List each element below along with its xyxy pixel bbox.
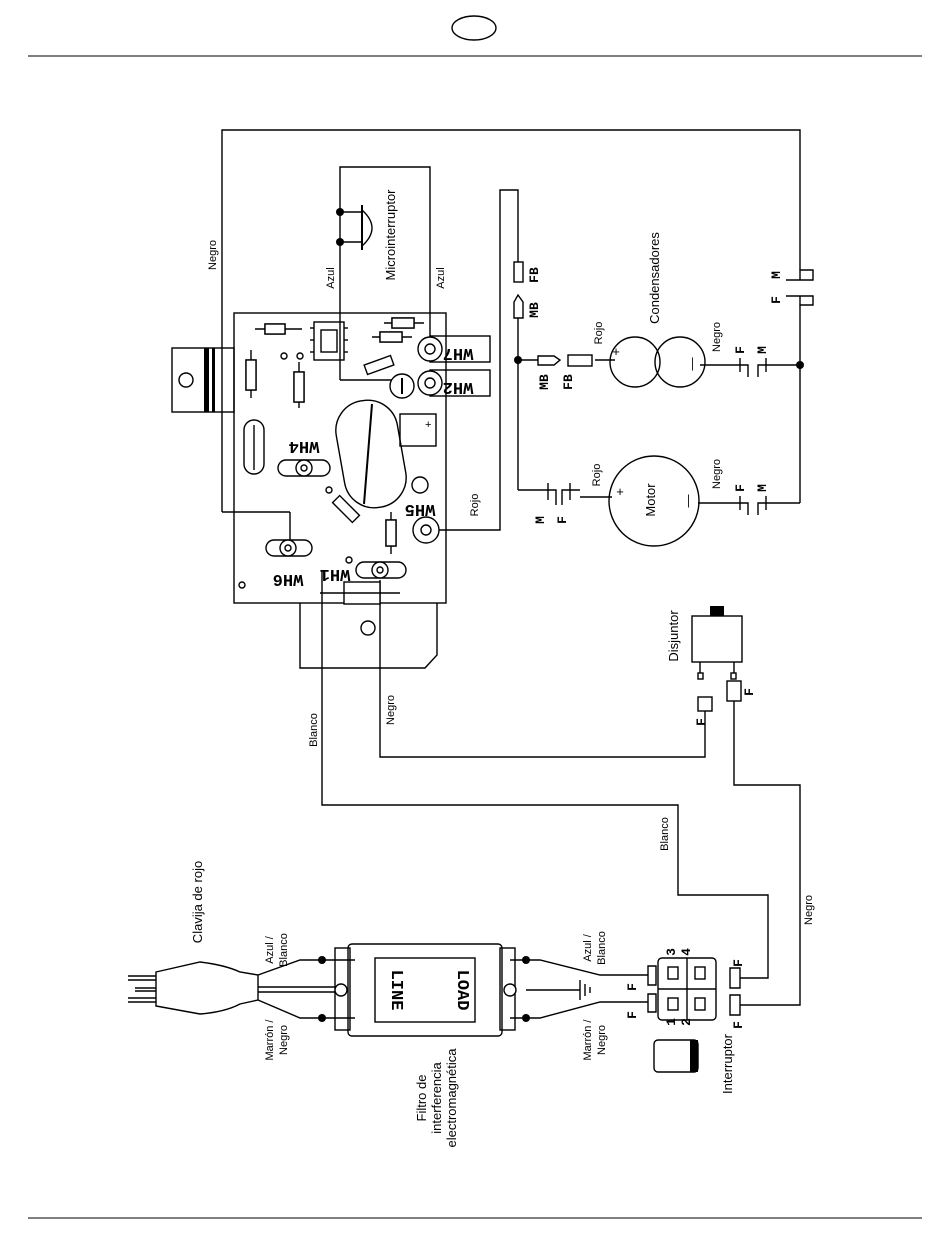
svg-text:M: M: [755, 484, 770, 492]
label-microinterruptor: Microinterruptor: [383, 189, 398, 281]
svg-text:—: —: [680, 495, 695, 508]
connector-mf-motor: M F: [533, 483, 580, 524]
svg-text:M: M: [755, 346, 770, 354]
connector-fb-top: FB: [513, 261, 542, 283]
label-marron-negro-load-2: Negro: [596, 1025, 608, 1055]
svg-text:F: F: [731, 959, 746, 967]
connector-f-disjuntor-right: F: [726, 680, 757, 702]
svg-text:F: F: [769, 296, 784, 304]
label-clavija: Clavija de rojo: [190, 861, 205, 943]
circuit-breaker: [691, 606, 743, 680]
svg-text:LINE: LINE: [386, 970, 405, 1011]
svg-text:F: F: [625, 1011, 640, 1019]
label-marron-negro-line-1: Marrón /: [264, 1019, 276, 1061]
label-blanco-left: Blanco: [308, 713, 320, 747]
svg-text:+: +: [616, 484, 624, 499]
svg-text:MB: MB: [527, 302, 542, 318]
motor: + —: [608, 455, 700, 547]
label-azul-blanco-load-2: Blanco: [596, 931, 608, 965]
svg-text:WH6: WH6: [273, 569, 304, 588]
svg-text:LOAD: LOAD: [452, 970, 471, 1011]
emi-filter: LINE LOAD: [334, 943, 517, 1037]
junction-dots: [318, 208, 804, 1022]
label-disjuntor: Disjuntor: [666, 610, 681, 662]
terminal-wh2: WH2: [417, 369, 491, 397]
label-filtro-1: Filtro de: [414, 1075, 429, 1122]
microinterruptor-icon: [340, 205, 373, 250]
svg-text:1: 1: [664, 1018, 679, 1026]
label-marron-negro-load-1: Marrón /: [582, 1019, 594, 1061]
svg-text:+: +: [612, 344, 620, 359]
svg-text:F: F: [625, 983, 640, 991]
connector-fb-cap: FB: [561, 354, 593, 390]
connector-mf-negro-top: M F: [769, 269, 814, 306]
diode-component: [389, 373, 415, 399]
connector-fm-cap-neg: F M: [733, 346, 773, 377]
label-condensadores: Condensadores: [647, 232, 662, 324]
svg-text:WH7: WH7: [443, 343, 474, 362]
ground-icon: [579, 980, 591, 1000]
plug: [128, 961, 259, 1015]
wires: [221, 129, 801, 1019]
label-azul-blanco-line-1: Azul /: [264, 935, 276, 963]
svg-text:2: 2: [679, 1018, 694, 1026]
svg-text:F: F: [733, 346, 748, 354]
label-filtro-2: interferencia: [429, 1061, 444, 1133]
svg-text:3: 3: [664, 948, 679, 956]
svg-text:F: F: [694, 718, 709, 726]
label-negro-cap: Negro: [711, 322, 723, 352]
label-rojo-cap: Rojo: [593, 322, 605, 345]
svg-text:WH2: WH2: [443, 377, 474, 396]
svg-text:FB: FB: [527, 267, 542, 283]
rocker-switch: 1 2 3 4: [657, 948, 717, 1026]
label-rojo-motor: Rojo: [591, 464, 603, 487]
page-number-oval: [451, 15, 497, 41]
connector-f-disjuntor-left: F: [694, 696, 713, 728]
label-marron-negro-line-2: Negro: [278, 1025, 290, 1055]
label-negro-motor: Negro: [711, 459, 723, 489]
svg-text:F: F: [733, 484, 748, 492]
svg-text:FB: FB: [561, 374, 576, 390]
svg-text:—: —: [684, 358, 699, 371]
control-board: +: [171, 312, 447, 669]
terminal-wh7: WH7: [417, 335, 491, 363]
connector-mb-top: MB: [513, 293, 542, 319]
capacitors: + —: [609, 336, 706, 388]
svg-text:F: F: [731, 1021, 746, 1029]
label-negro-mid: Negro: [385, 695, 397, 725]
svg-text:M: M: [769, 271, 784, 279]
connector-fm-motor-neg: F M: [733, 484, 773, 515]
label-azul-right: Azul: [435, 267, 447, 288]
label-interruptor: Interruptor: [720, 1033, 735, 1094]
terminal-wh1: WH1: [320, 561, 407, 583]
terminal-wh5: WH5: [405, 499, 440, 544]
rocker-switch-icon: [653, 1039, 699, 1073]
svg-text:F: F: [742, 688, 757, 696]
connector-mb-cap: MB: [537, 355, 562, 390]
switch-spade-connectors: F F F F: [625, 959, 748, 1029]
label-blanco-right: Blanco: [659, 817, 671, 851]
label-motor: Motor: [643, 483, 658, 517]
svg-text:F: F: [555, 516, 570, 524]
label-rojo-wh5: Rojo: [469, 494, 481, 517]
svg-text:M: M: [533, 516, 548, 524]
svg-text:+: +: [425, 419, 431, 431]
terminal-wh6: WH6: [265, 539, 313, 588]
terminal-wh4: WH4: [277, 436, 331, 477]
label-azul-blanco-line-2: Blanco: [278, 933, 290, 967]
label-azul-blanco-load-1: Azul /: [582, 933, 594, 961]
label-negro-right: Negro: [803, 895, 815, 925]
svg-text:WH5: WH5: [405, 499, 436, 518]
svg-text:MB: MB: [537, 374, 552, 390]
svg-text:WH4: WH4: [289, 436, 320, 455]
label-filtro-3: electromagnética: [444, 1048, 459, 1148]
svg-text:4: 4: [679, 948, 694, 956]
svg-text:WH1: WH1: [320, 564, 351, 583]
label-azul-left: Azul: [325, 267, 337, 288]
label-negro-top: Negro: [207, 240, 219, 270]
